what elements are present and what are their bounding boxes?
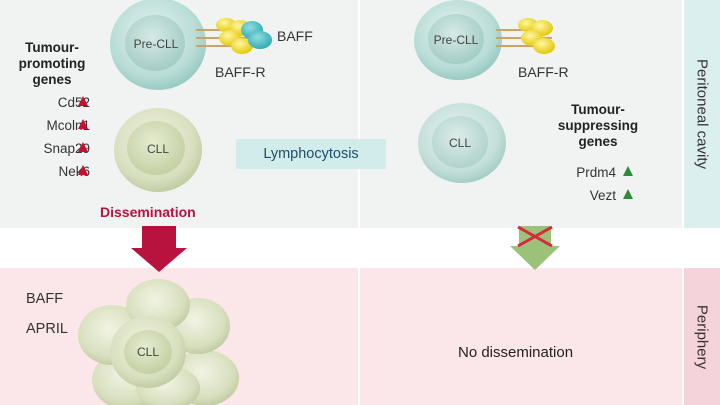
- cll-cluster-label: CLL: [136, 345, 159, 359]
- tumour-suppressing-upregulation-markers: [615, 161, 633, 207]
- baff-r-receptor-right: [496, 18, 555, 54]
- baff-r-label-left: BAFF-R: [215, 64, 266, 80]
- cll-cell-cluster: [78, 279, 239, 405]
- pre-cll-label-left: Pre-CLL: [133, 37, 179, 51]
- baff-r-label-right: BAFF-R: [518, 64, 569, 80]
- gene-name: Prdm4: [576, 165, 616, 180]
- peritoneal-cavity-side-label: Peritoneal cavity: [684, 0, 720, 228]
- cll-label-left: CLL: [146, 142, 169, 156]
- no-dissemination-label: No dissemination: [458, 344, 574, 361]
- periphery-right-panel: [360, 268, 682, 405]
- blocked-x-icon: [517, 225, 553, 248]
- cll-label-right: CLL: [448, 136, 471, 150]
- tumour-suppressing-gene-list: Prdm4 Vezt: [560, 161, 616, 207]
- list-item: Prdm4: [560, 161, 616, 184]
- baff-ligand-label: BAFF: [277, 28, 313, 44]
- upregulated-triangle-icon: [78, 165, 88, 175]
- upregulated-triangle-icon: [623, 189, 633, 199]
- list-item: Vezt: [560, 184, 616, 207]
- tumour-suppressing-title: Tumour- suppressing genes: [548, 102, 648, 150]
- baff-ligand-icon: [241, 21, 272, 49]
- blocked-dissemination-arrow: [510, 226, 560, 270]
- tumour-suppressing-title-line-1: Tumour-: [571, 102, 625, 117]
- upregulated-triangle-icon: [78, 96, 88, 106]
- pre-cll-cell-right: [414, 0, 502, 80]
- pre-cll-cell-left: [110, 0, 206, 90]
- tumour-promoting-title-line-3: genes: [32, 72, 72, 87]
- tumour-suppressing-title-line-2: suppressing: [557, 118, 639, 133]
- baff-r-receptor-left: [196, 18, 256, 54]
- tumour-promoting-title: Tumour- promoting genes: [6, 40, 98, 88]
- pre-cll-label-right: Pre-CLL: [433, 33, 479, 47]
- dissemination-label: Dissemination: [100, 204, 196, 220]
- upregulated-triangle-icon: [623, 166, 633, 176]
- upregulated-triangle-icon: [78, 142, 88, 152]
- gene-name: Vezt: [589, 188, 616, 203]
- tumour-promoting-upregulation-markers: [70, 91, 88, 183]
- lymphocytosis-box: Lymphocytosis: [236, 139, 386, 169]
- tumour-suppressing-title-line-3: genes: [578, 134, 618, 149]
- baff-periphery-label: BAFF: [26, 291, 64, 307]
- periphery-side-label: Periphery: [684, 268, 720, 405]
- cll-cell-right: [418, 103, 506, 183]
- tumour-promoting-title-line-2: promoting: [18, 56, 86, 71]
- april-periphery-label: APRIL: [26, 321, 68, 337]
- upregulated-triangle-icon: [78, 119, 88, 129]
- cll-cell-left: [114, 108, 202, 192]
- dissemination-arrow: [131, 226, 187, 272]
- tumour-promoting-title-line-1: Tumour-: [25, 40, 79, 55]
